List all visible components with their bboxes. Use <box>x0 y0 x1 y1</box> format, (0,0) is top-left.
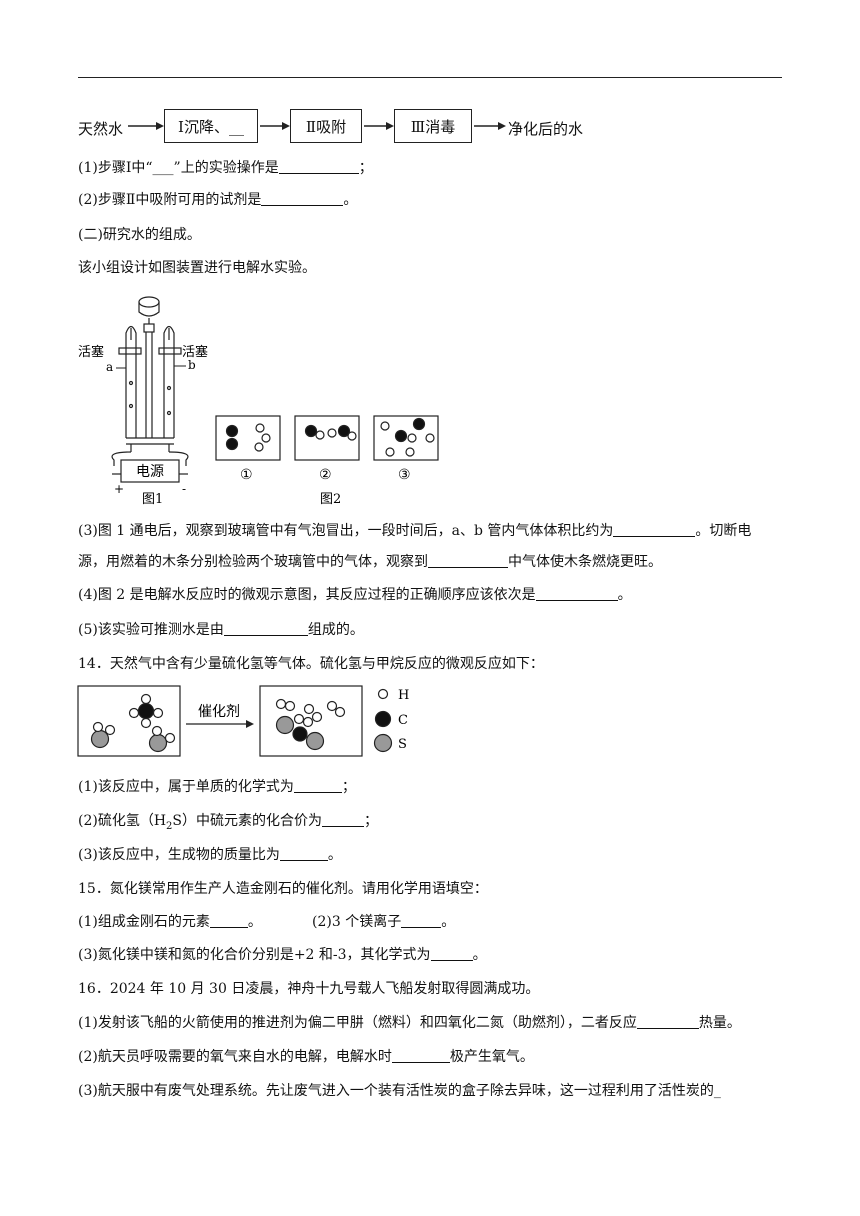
electrolysis-figure: 活塞 活塞 a b 电源 + - 图1 ① ② ③ 图2 <box>78 296 439 507</box>
answer-blank[interactable] <box>293 778 342 793</box>
q13-intro: 该小组设计如图装置进行电解水实验。 <box>78 260 316 276</box>
electrolysis-apparatus <box>111 296 189 483</box>
answer-blank[interactable] <box>428 553 508 568</box>
purification-flow-diagram: 天然水 Ⅰ沉降、__ Ⅱ吸附 Ⅲ消毒 净化后的水 <box>78 109 638 145</box>
answer-blank[interactable] <box>391 1048 450 1063</box>
q15-stem: 15．氮化镁常用作生产人造金刚石的催化剂。请用化学用语填空： <box>78 881 488 897</box>
catalyst-label: 催化剂 <box>198 704 240 720</box>
q15-part2: (2)3 个镁离子。 <box>312 913 456 930</box>
answer-blank[interactable] <box>279 846 328 861</box>
q13-part3: (3)图 1 通电后，观察到玻璃管中有气泡冒出，一段时间后，a、b 管内气体体积… <box>78 522 752 539</box>
panel-1-label: ① <box>240 467 253 483</box>
panel-2-label: ② <box>319 467 332 483</box>
q14-part3: (3)该反应中，生成物的质量比为。 <box>78 846 342 863</box>
arrow-icon <box>474 122 506 130</box>
arrow-icon <box>128 122 164 130</box>
arrow-icon <box>260 122 290 130</box>
micro-panel-3 <box>373 415 439 461</box>
reaction-diagram: 催化剂 H C S <box>77 685 409 757</box>
header-rule <box>78 77 782 78</box>
q14-part1: (1)该反应中，属于单质的化学式为； <box>78 778 356 795</box>
flow-step-1: Ⅰ沉降、__ <box>164 109 258 143</box>
legend-c: C <box>398 713 408 728</box>
answer-blank[interactable] <box>401 913 442 928</box>
q15-part1: (1)组成金刚石的元素。 <box>78 913 262 930</box>
tube-b-label: b <box>188 358 196 372</box>
products-box <box>259 685 363 757</box>
reactants-box <box>77 685 181 757</box>
q14-stem: 14．天然气中含有少量硫化氢等气体。硫化氢与甲烷反应的微观反应如下： <box>78 656 544 672</box>
answer-blank[interactable] <box>535 586 618 601</box>
q13-part4: (4)图 2 是电解水反应时的微观示意图，其反应过程的正确顺序应该依次是。 <box>78 586 632 603</box>
answer-blank[interactable] <box>430 946 473 961</box>
flow-start: 天然水 <box>78 120 124 138</box>
flow-step-3: Ⅲ消毒 <box>394 109 472 143</box>
tube-a-label: a <box>106 360 113 374</box>
q14-part2: (2)硫化氢（H2S）中硫元素的化合价为； <box>78 812 379 832</box>
q16-part3: (3)航天服中有废气处理系统。先让废气进入一个装有活性炭的盒子除去异味，这一过程… <box>78 1083 721 1099</box>
stopcock-label-left: 活塞 <box>78 344 104 360</box>
power-source-label: 电源 <box>136 464 164 480</box>
arrow-icon <box>364 122 394 130</box>
q13-section-title: (二)研究水的组成。 <box>78 227 201 243</box>
q16-stem: 16．2024 年 10 月 30 日凌晨，神舟十九号载人飞船发射取得圆满成功。 <box>78 981 540 997</box>
panel-3-label: ③ <box>398 467 411 483</box>
flow-end: 净化后的水 <box>508 120 584 138</box>
q15-part3: (3)氮化镁中镁和氮的化合价分别是+2 和-3，其化学式为。 <box>78 946 487 963</box>
answer-blank[interactable] <box>261 191 344 206</box>
q16-part1: (1)发射该飞船的火箭使用的推进剂为偏二甲肼（燃料）和四氧化二氮（助燃剂），二者… <box>78 1014 741 1031</box>
flow-step-2: Ⅱ吸附 <box>290 109 362 143</box>
figure-2-caption: 图2 <box>320 492 341 507</box>
stopcock-label-right: 活塞 <box>182 344 208 360</box>
answer-blank[interactable] <box>209 913 248 928</box>
q13-part2: (2)步骤Ⅱ中吸附可用的试剂是。 <box>78 191 358 208</box>
legend-h: H <box>398 688 409 703</box>
micro-panel-2 <box>294 415 360 461</box>
answer-blank[interactable] <box>278 159 359 174</box>
minus-sign: - <box>182 482 186 496</box>
answer-blank[interactable] <box>636 1014 699 1029</box>
q13-part5: (5)该实验可推测水是由组成的。 <box>78 621 364 638</box>
q13-part3-cont: 源，用燃着的木条分别检验两个玻璃管中的气体，观察到中气体使木条燃烧更旺。 <box>78 553 662 570</box>
answer-blank[interactable] <box>322 812 365 827</box>
figure-1-caption: 图1 <box>142 492 163 507</box>
answer-blank[interactable] <box>613 522 696 537</box>
q13-part1: (1)步骤Ⅰ中“___”上的实验操作是； <box>78 159 373 176</box>
legend-s: S <box>398 737 407 752</box>
micro-panel-1 <box>215 415 281 461</box>
answer-blank[interactable] <box>223 621 308 636</box>
q16-part2: (2)航天员呼吸需要的氧气来自水的电解，电解水时极产生氧气。 <box>78 1048 534 1065</box>
plus-sign: + <box>114 482 124 496</box>
